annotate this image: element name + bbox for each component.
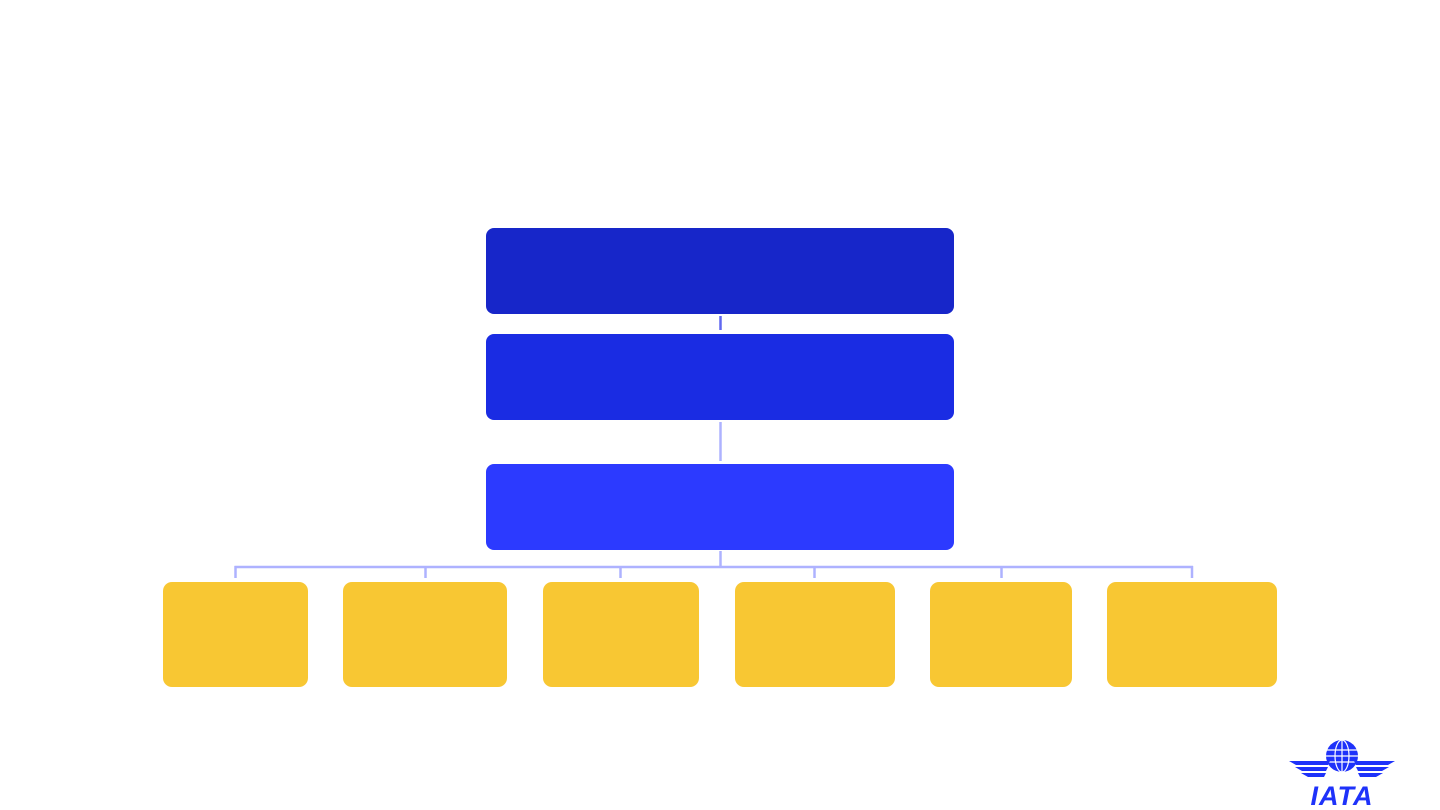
child-box-5: [930, 582, 1072, 687]
child-box-4: [735, 582, 895, 687]
child-box-3: [543, 582, 699, 687]
child-box-1: [163, 582, 308, 687]
iata-logo: IATA: [1289, 739, 1395, 808]
org-box-level-1: [486, 228, 954, 314]
iata-logo-text: IATA: [1311, 781, 1374, 808]
org-box-level-2: [486, 334, 954, 420]
globe-wings-icon: [1289, 739, 1395, 777]
org-box-level-3: [486, 464, 954, 550]
child-box-6: [1107, 582, 1277, 687]
child-box-2: [343, 582, 507, 687]
